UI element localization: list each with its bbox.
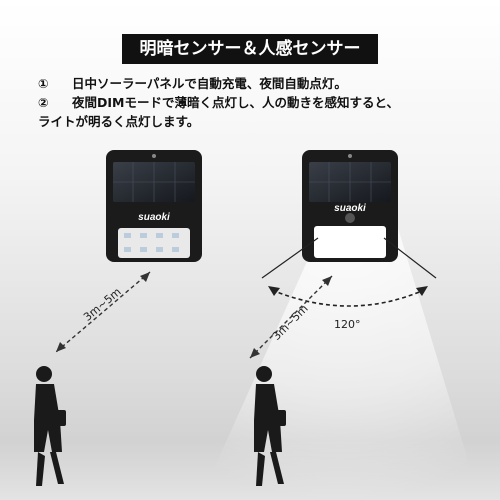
detection-angle <box>261 237 437 307</box>
note-item-1: ① 日中ソーラーパネルで自動充電、夜間自動点灯。 <box>38 74 478 93</box>
led-panel <box>118 228 190 258</box>
led-panel-lit <box>314 226 386 258</box>
person-silhouette-right <box>254 366 286 486</box>
feature-notes: ① 日中ソーラーパネルで自動充電、夜間自動点灯。 ② 夜間DIMモードで薄暗く点灯し… <box>38 74 478 131</box>
left-distance-arrow <box>55 271 151 353</box>
note-number: ① <box>38 76 49 91</box>
note-text: ライトが明るく点灯します。 <box>38 114 200 129</box>
note-item-2-continued: ライトが明るく点灯します。 <box>38 112 478 131</box>
note-text: 夜間DIMモードで薄暗く点灯し、人の動きを感知すると、 <box>72 95 399 110</box>
person-silhouette-left <box>34 366 66 486</box>
right-solar-light: suaoki <box>302 150 398 262</box>
note-item-2: ② 夜間DIMモードで薄暗く点灯し、人の動きを感知すると、 <box>38 93 478 112</box>
page-title: 明暗センサー＆人感センサー <box>122 34 378 64</box>
note-text: 日中ソーラーパネルで自動充電、夜間自動点灯。 <box>72 76 347 91</box>
angle-label: 120° <box>334 318 361 331</box>
brand-logo: suaoki <box>138 212 170 223</box>
note-number: ② <box>38 95 49 110</box>
left-solar-light: suaoki <box>106 150 202 262</box>
right-distance-arrow <box>249 275 333 359</box>
brand-logo: suaoki <box>334 203 366 214</box>
